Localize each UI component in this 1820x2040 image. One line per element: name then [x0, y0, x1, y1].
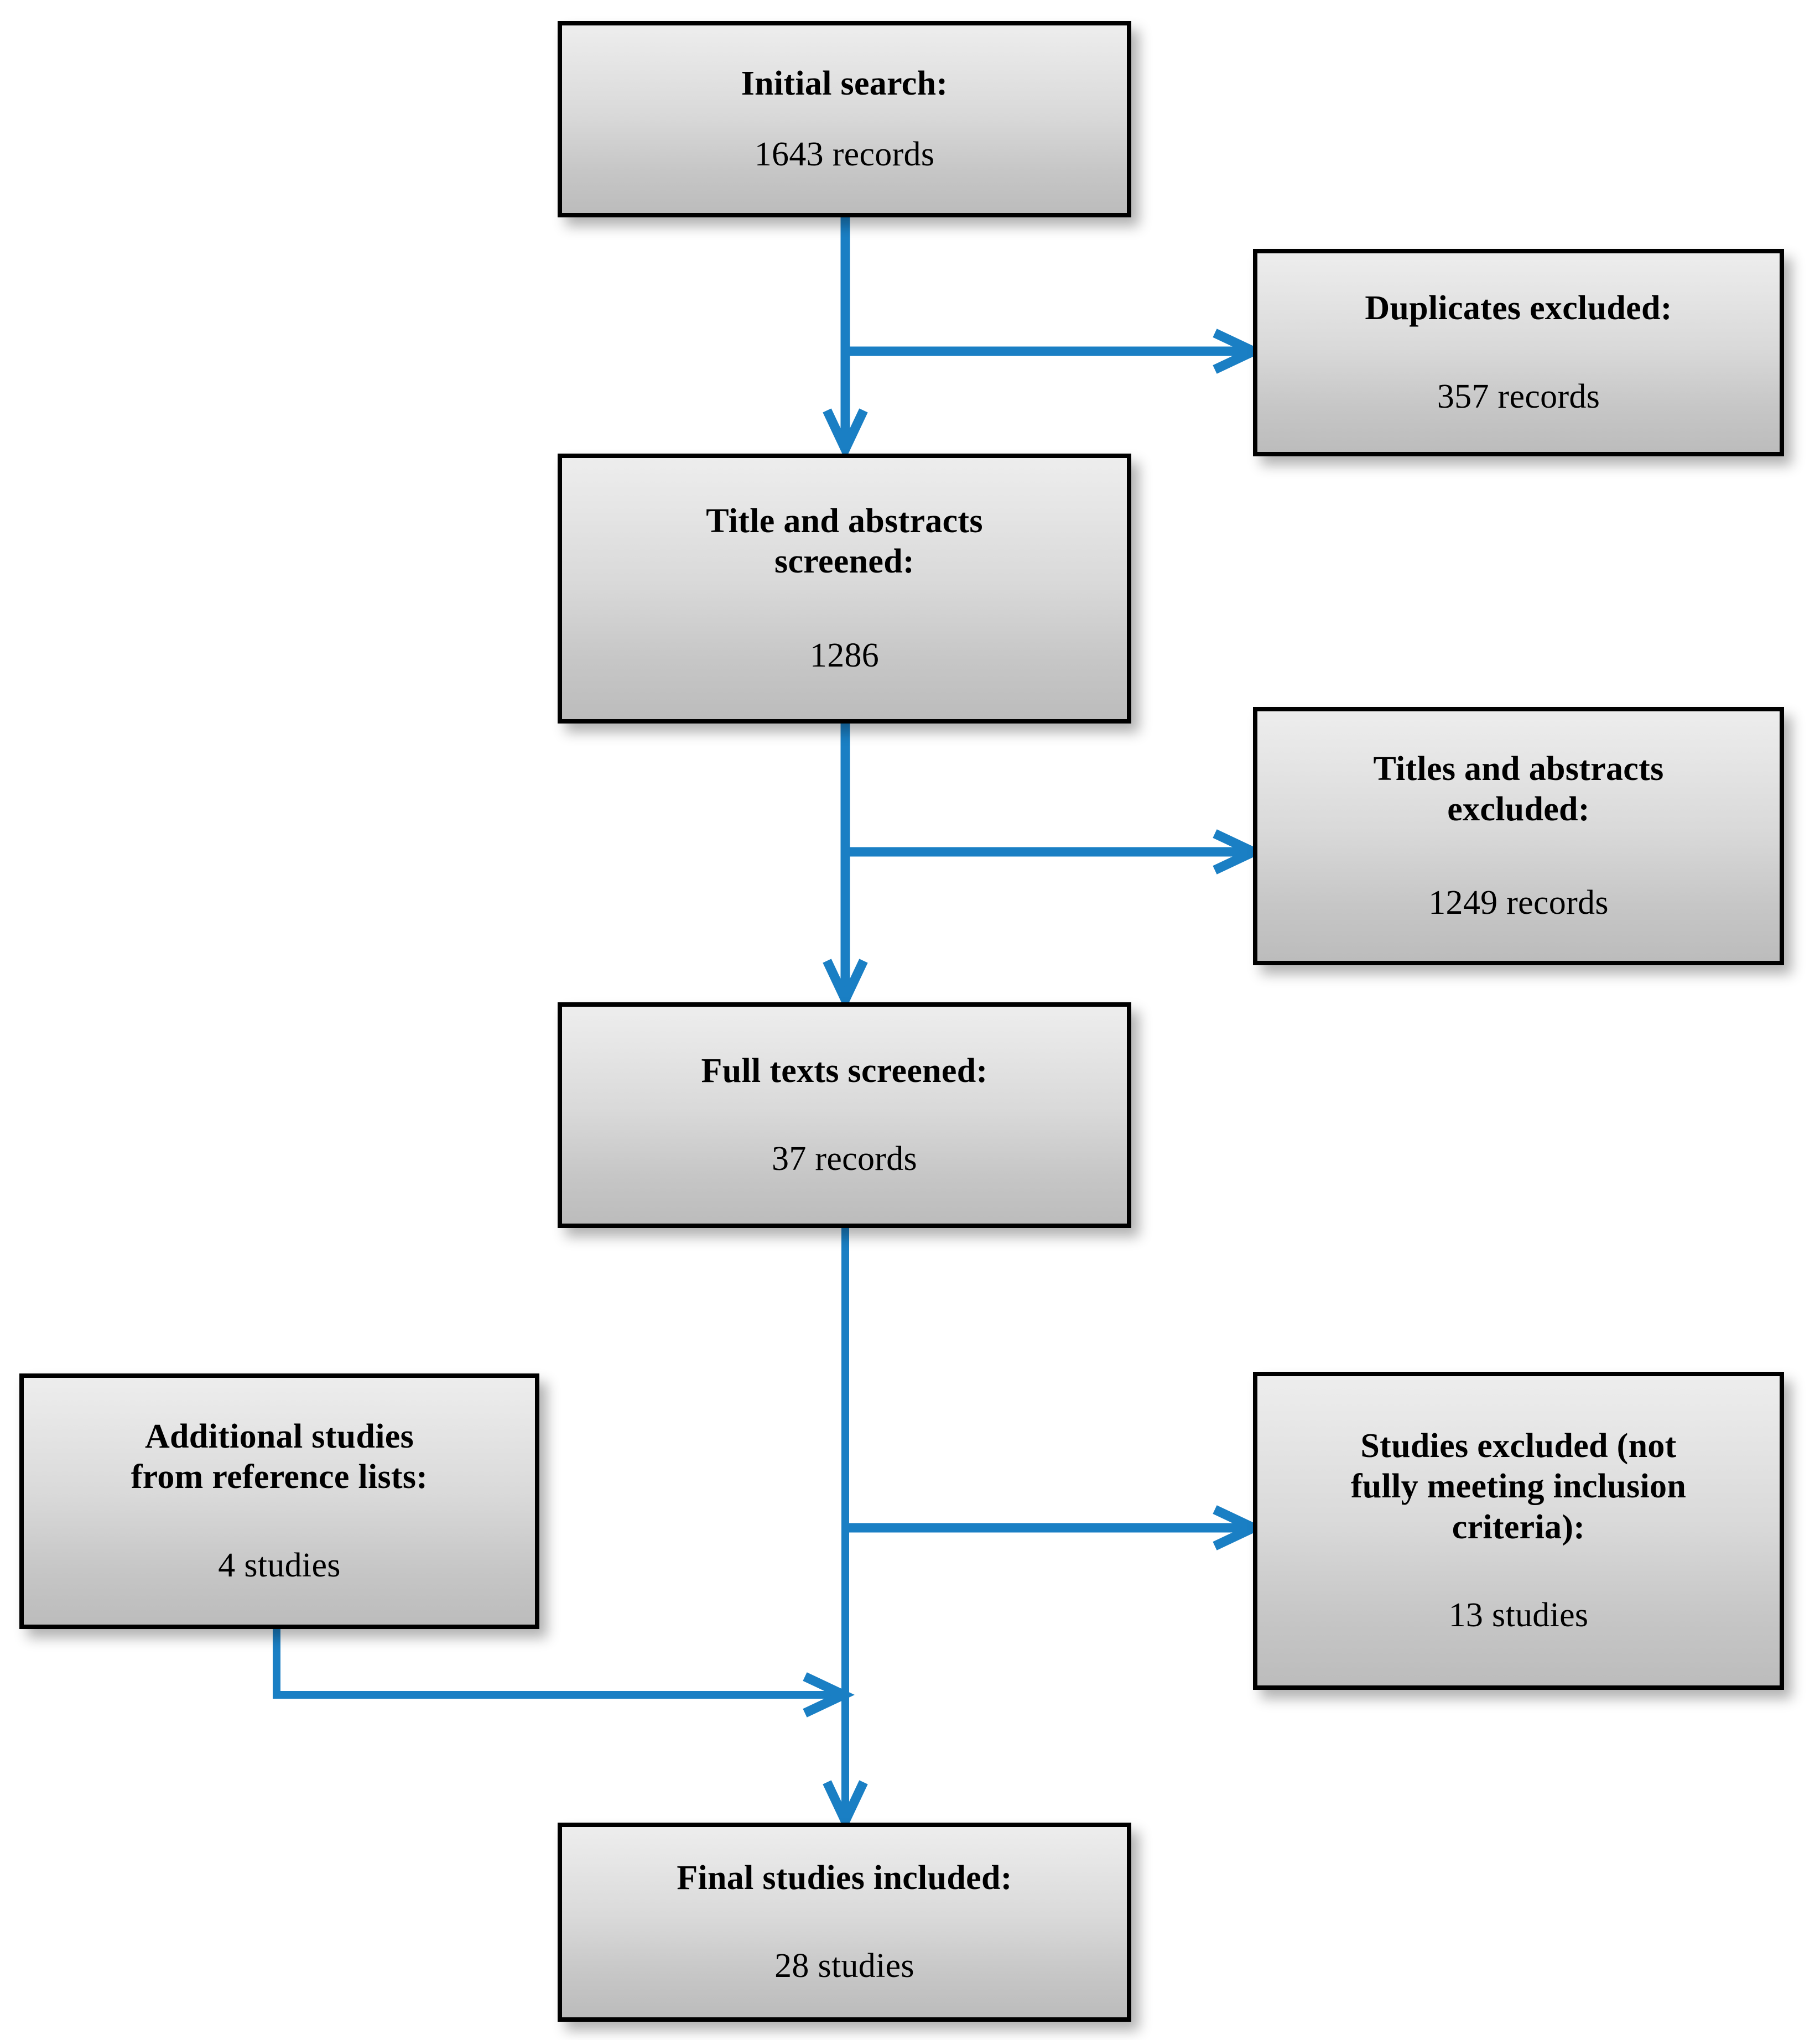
node-additional-studies-title: Additional studies from reference lists:: [131, 1417, 428, 1497]
node-titles-abstracts-excluded-value: 1249 records: [1428, 884, 1609, 922]
arrowhead-down-icon: [823, 1780, 868, 1832]
arrowhead-right-icon: [1213, 1505, 1265, 1550]
node-final-studies-included[interactable]: Final studies included: 28 studies: [558, 1823, 1131, 2022]
arrowhead-down-icon: [823, 959, 868, 1011]
node-studies-excluded[interactable]: Studies excluded (not fully meeting incl…: [1253, 1372, 1784, 1690]
title-line-3: criteria):: [1452, 1508, 1585, 1546]
node-final-studies-included-value: 28 studies: [774, 1947, 914, 1985]
arrowhead-right-icon: [803, 1672, 855, 1718]
title-line-2: fully meeting inclusion: [1350, 1467, 1687, 1506]
arrowhead-right-icon: [1213, 329, 1265, 374]
node-initial-search[interactable]: Initial search: 1643 records: [558, 21, 1131, 217]
node-full-texts-screened-value: 37 records: [772, 1140, 917, 1178]
node-titles-abstracts-screened[interactable]: Title and abstracts screened: 1286: [558, 454, 1131, 724]
node-additional-studies-value: 4 studies: [218, 1546, 341, 1584]
node-titles-abstracts-excluded[interactable]: Titles and abstracts excluded: 1249 reco…: [1253, 707, 1784, 965]
title-line-2: screened:: [774, 543, 914, 581]
title-line-1: Title and abstracts: [706, 502, 983, 540]
node-titles-abstracts-screened-title: Title and abstracts screened:: [706, 501, 983, 582]
connector-screened-to-fulltexts: [823, 724, 868, 1011]
node-studies-excluded-title: Studies excluded (not fully meeting incl…: [1351, 1426, 1686, 1547]
connector-screened-to-excluded: [845, 829, 1265, 875]
node-full-texts-screened[interactable]: Full texts screened: 37 records: [558, 1002, 1131, 1228]
node-titles-abstracts-excluded-title: Titles and abstracts excluded:: [1373, 749, 1663, 830]
node-full-texts-screened-title: Full texts screened:: [701, 1052, 988, 1090]
node-studies-excluded-value: 13 studies: [1448, 1596, 1589, 1634]
node-titles-abstracts-screened-value: 1286: [809, 636, 880, 674]
title-line-1: Titles and abstracts: [1373, 750, 1664, 788]
title-line-1: Studies excluded (not: [1360, 1427, 1677, 1465]
node-duplicates-excluded-title: Duplicates excluded:: [1365, 289, 1672, 327]
node-duplicates-excluded-value: 357 records: [1437, 377, 1600, 415]
node-final-studies-included-title: Final studies included:: [677, 1859, 1012, 1897]
arrowhead-down-icon: [823, 408, 868, 460]
node-duplicates-excluded[interactable]: Duplicates excluded: 357 records: [1253, 249, 1784, 456]
connector-initial-to-screened: [823, 217, 868, 460]
title-line-2: from reference lists:: [131, 1458, 428, 1496]
arrowhead-right-icon: [1213, 829, 1265, 875]
node-additional-studies[interactable]: Additional studies from reference lists:…: [19, 1373, 539, 1629]
node-initial-search-title: Initial search:: [741, 65, 948, 103]
connector-additional-to-final: [273, 1629, 855, 1718]
title-line-1: Additional studies: [144, 1418, 414, 1456]
connector-fulltexts-to-final: [823, 1228, 868, 1832]
node-initial-search-value: 1643 records: [754, 135, 935, 173]
connector-initial-to-duplicates: [845, 329, 1265, 374]
title-line-2: excluded:: [1447, 790, 1590, 828]
connector-fulltexts-to-studies-excluded: [845, 1505, 1265, 1550]
